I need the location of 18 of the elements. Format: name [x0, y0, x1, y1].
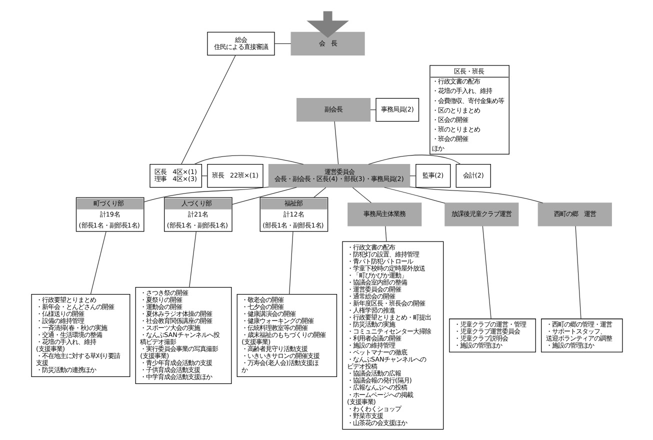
connector	[368, 154, 460, 165]
connector	[274, 43, 291, 44]
connector	[288, 231, 293, 294]
connector	[352, 187, 372, 204]
connector	[384, 187, 445, 204]
connector	[574, 226, 581, 320]
connector	[312, 187, 326, 198]
connector	[90, 231, 106, 294]
connector	[482, 226, 491, 320]
connector	[193, 155, 304, 165]
connector	[188, 231, 196, 288]
connector	[409, 186, 543, 204]
connector	[143, 186, 268, 202]
connector	[180, 54, 236, 165]
connector	[384, 226, 386, 242]
arrow	[306, 11, 348, 38]
connector	[231, 187, 296, 205]
connector	[334, 121, 338, 164]
